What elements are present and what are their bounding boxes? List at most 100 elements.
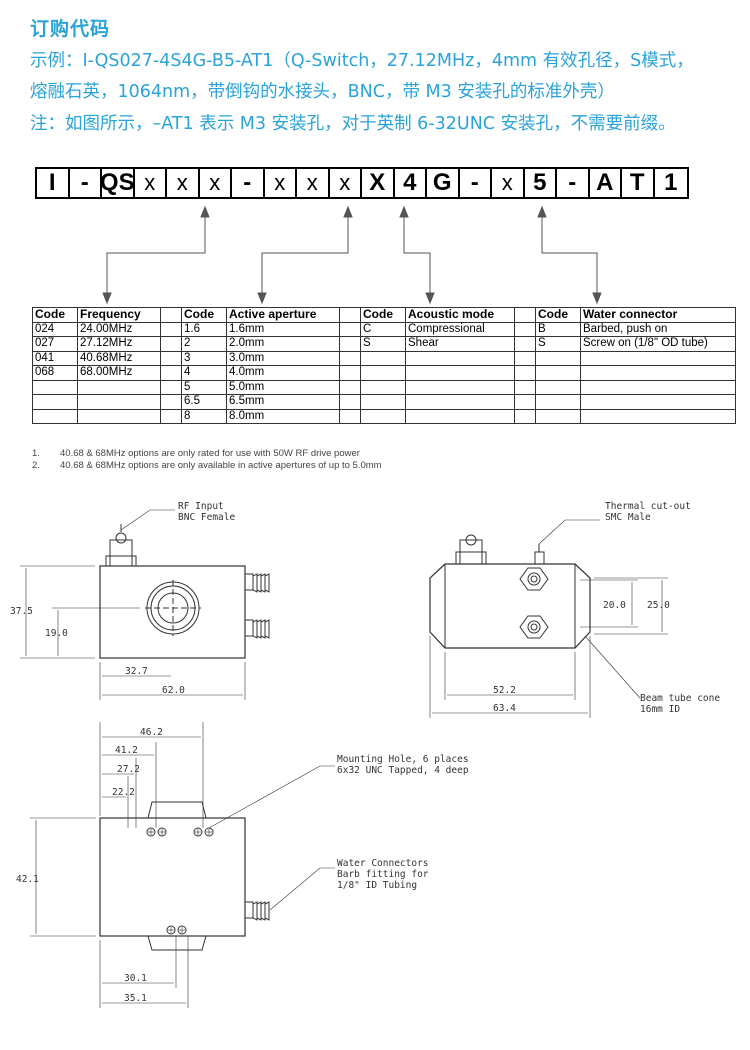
table-header-cell [339, 307, 361, 323]
example-line-2: 熔融石英，1064nm，带倒钩的水接头，BNC，带 M3 安装孔的标准外壳） [30, 82, 615, 102]
table-cell: S [535, 336, 581, 352]
dim-25-0: 25.0 [647, 600, 670, 611]
table-header-cell: Active aperture [226, 307, 340, 323]
dim-27-2: 27.2 [117, 764, 140, 775]
table-cell: Barbed, push on [580, 321, 736, 337]
table-header-cell: Frequency [77, 307, 161, 323]
table-cell: 24.00MHz [77, 321, 161, 337]
label-thermal: Thermal cut-out [605, 501, 691, 512]
table-cell [339, 379, 361, 395]
code-box: - [70, 169, 102, 197]
page-title: 订购代码 [30, 18, 111, 40]
label-water-3: 1/8" ID Tubing [337, 880, 417, 891]
label-mounting-2: 6x32 UNC Tapped, 4 deep [337, 765, 469, 776]
dim-35-1: 35.1 [124, 993, 147, 1004]
table-header-cell: Water connector [580, 307, 736, 323]
table-cell [360, 365, 406, 381]
code-box: 4 [395, 169, 427, 197]
table-cell [535, 365, 581, 381]
dim-20-0: 20.0 [603, 600, 626, 611]
table-cell [535, 394, 581, 410]
dim-22-2: 22.2 [112, 787, 135, 798]
table-cell [160, 408, 182, 424]
table-cell: 027 [32, 336, 78, 352]
code-box: x [330, 169, 362, 197]
table-cell: S [360, 336, 406, 352]
dim-46-2: 46.2 [140, 727, 163, 738]
code-box: G [427, 169, 460, 197]
table-cell: 041 [32, 350, 78, 366]
table-header-cell [514, 307, 536, 323]
top-view [30, 722, 335, 1008]
table-cell [535, 379, 581, 395]
label-beam-tube-id: 16mm ID [640, 704, 680, 715]
table-cell [339, 321, 361, 337]
table-cell [160, 394, 182, 410]
table-cell: 4.0mm [226, 365, 340, 381]
label-water-2: Barb fitting for [337, 869, 429, 880]
table-cell [339, 408, 361, 424]
table-cell [514, 321, 536, 337]
table-cell: Compressional [405, 321, 515, 337]
table-cell: Screw on (1/8" OD tube) [580, 336, 736, 352]
table-cell [77, 408, 161, 424]
table-cell: 024 [32, 321, 78, 337]
code-box: A [590, 169, 622, 197]
code-box: x [492, 169, 525, 197]
label-rf-input: RF Input [178, 501, 224, 512]
label-bnc-female: BNC Female [178, 512, 235, 523]
table-cell: 8.0mm [226, 408, 340, 424]
table-cell: 5.0mm [226, 379, 340, 395]
code-box: x [135, 169, 167, 197]
table-cell [360, 350, 406, 366]
table-header-cell: Code [32, 307, 78, 323]
table-cell: C [360, 321, 406, 337]
table-cell [514, 379, 536, 395]
table-header-cell: Code [535, 307, 581, 323]
code-box: 5 [525, 169, 557, 197]
table-cell: 3.0mm [226, 350, 340, 366]
table-header-cell: Acoustic mode [405, 307, 515, 323]
table-cell: 68.00MHz [77, 365, 161, 381]
table-cell [339, 336, 361, 352]
dim-41-2: 41.2 [115, 745, 138, 756]
table-cell [160, 336, 182, 352]
note-2: 2.40.68 & 68MHz options are only availab… [32, 460, 382, 471]
table-cell [360, 394, 406, 410]
dim-30-1: 30.1 [124, 973, 147, 984]
label-water: Water Connectors [337, 858, 429, 869]
table-cell [32, 394, 78, 410]
table-cell: 8 [181, 408, 227, 424]
table-cell [32, 408, 78, 424]
table-cell: 6.5mm [226, 394, 340, 410]
label-beam-tube: Beam tube cone [640, 693, 720, 704]
table-cell [339, 394, 361, 410]
dim-63-4: 63.4 [493, 703, 516, 714]
table-cell: 1.6 [181, 321, 227, 337]
code-box: X [362, 169, 395, 197]
dim-62-0: 62.0 [162, 685, 185, 696]
code-box: x [200, 169, 232, 197]
table-cell [405, 365, 515, 381]
dim-32-7: 32.7 [125, 666, 148, 677]
table-cell [514, 350, 536, 366]
table-cell [339, 350, 361, 366]
table-cell [580, 365, 736, 381]
table-cell: 27.12MHz [77, 336, 161, 352]
code-box: QS [99, 169, 135, 197]
table-cell [360, 379, 406, 395]
code-box: x [167, 169, 200, 197]
code-box: - [557, 169, 590, 197]
code-box: - [232, 169, 265, 197]
mechanical-drawing: 37.5 19.0 32.7 62.0 RF Input BNC Female [10, 501, 720, 1008]
table-cell [405, 379, 515, 395]
table-cell: 5 [181, 379, 227, 395]
code-box: - [460, 169, 492, 197]
note-line: 注：如图所示，–AT1 表示 M3 安装孔，对于英制 6-32UNC 安装孔，不… [30, 114, 676, 134]
